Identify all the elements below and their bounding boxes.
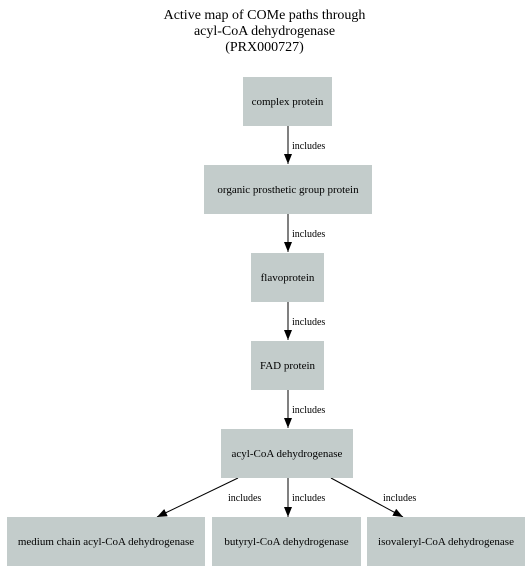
node-acyl-coa-dehydrogenase[interactable]: acyl-CoA dehydrogenase (221, 429, 353, 478)
edge-acylcoa-to-butyryl: includes (284, 478, 325, 517)
title-line-3: (PRX000727) (225, 40, 304, 55)
node-flavoprotein[interactable]: flavoprotein (251, 253, 324, 302)
edge-prosthetic-to-flavoprotein: includes (284, 214, 325, 252)
edge-label: includes (292, 317, 325, 328)
node-label: isovaleryl-CoA dehydrogenase (378, 535, 514, 548)
edge-acylcoa-to-medium: includes (156, 477, 261, 518)
edge-label: includes (228, 493, 261, 504)
edge-flavoprotein-to-fad: includes (284, 302, 325, 340)
node-butyryl-coa-dehydrogenase[interactable]: butyryl-CoA dehydrogenase (212, 517, 361, 566)
edge-line (156, 477, 239, 518)
node-label: butyryl-CoA dehydrogenase (224, 535, 349, 548)
node-label: organic prosthetic group protein (217, 183, 359, 196)
node-label: acyl-CoA dehydrogenase (231, 447, 343, 460)
node-complex-protein[interactable]: complex protein (243, 77, 332, 126)
edge-line (330, 477, 404, 518)
node-label: medium chain acyl-CoA dehydrogenase (17, 535, 195, 548)
edge-complex-to-prosthetic: includes (284, 126, 325, 164)
node-label: FAD protein (259, 359, 316, 372)
edge-label: includes (292, 405, 325, 416)
edge-acylcoa-to-isovaleryl: includes (330, 477, 416, 518)
edge-label: includes (292, 493, 325, 504)
node-organic-prosthetic-group-protein[interactable]: organic prosthetic group protein (204, 165, 372, 214)
title-line-1: Active map of COMe paths through (163, 8, 366, 23)
title-line-2: acyl-CoA dehydrogenase (193, 24, 336, 39)
edge-fad-to-acylcoa: includes (284, 390, 325, 428)
edge-label: includes (292, 141, 325, 152)
edge-label: includes (383, 493, 416, 504)
diagram-title: Active map of COMe paths through acyl-Co… (0, 8, 529, 56)
node-label: flavoprotein (260, 271, 315, 284)
node-fad-protein[interactable]: FAD protein (251, 341, 324, 390)
edge-label: includes (292, 229, 325, 240)
node-label: complex protein (251, 95, 324, 108)
node-medium-chain-acyl-coa-dehydrogenase[interactable]: medium chain acyl-CoA dehydrogenase (7, 517, 205, 566)
node-isovaleryl-coa-dehydrogenase[interactable]: isovaleryl-CoA dehydrogenase (367, 517, 525, 566)
